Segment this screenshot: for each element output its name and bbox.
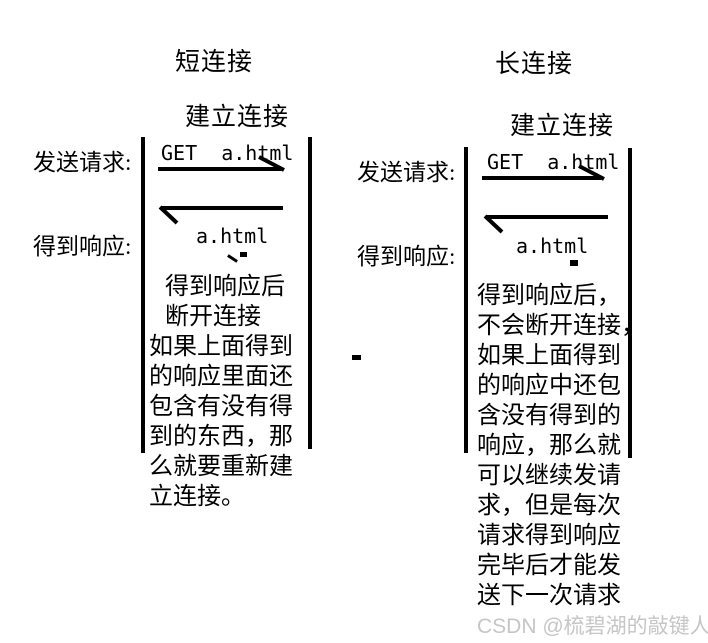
short-stray-dot-mark [240, 252, 247, 257]
short-establish-connection-label: 建立连接 [185, 104, 290, 131]
note-line: 含没有得到的 [477, 403, 621, 429]
note-line: 可以继续发请 [477, 463, 621, 489]
middle-stray-dash-mark [352, 355, 361, 360]
note-line: 响应，那么就 [477, 433, 621, 459]
note-line: 到的东西，那 [149, 424, 293, 450]
long-connection-title: 长连接 [495, 51, 574, 78]
long-stray-dot-mark [570, 260, 578, 266]
note-line: 断开连接 [165, 304, 261, 330]
note-line: 么就要重新建 [149, 454, 293, 480]
note-line: 请求得到响应 [477, 523, 621, 549]
note-line: 送下一次请求 [477, 583, 621, 609]
note-line: 求，但是每次 [477, 493, 621, 519]
note-line: 不会断开连接， [477, 313, 645, 339]
long-server-timeline [628, 148, 632, 458]
long-send-request-label: 发送请求: [357, 160, 456, 185]
short-get-response-label: 得到响应: [33, 234, 132, 259]
csdn-watermark: CSDN @梳碧湖的敲键人 [477, 615, 708, 638]
note-line: 立连接。 [149, 484, 245, 510]
long-note-text: 得到响应后， 不会断开连接， 如果上面得到的响应中还包含没有得到的响应，那么就可以继… [477, 281, 645, 611]
long-establish-connection-label: 建立连接 [510, 113, 615, 140]
short-response-arrow-icon [158, 205, 283, 225]
short-send-request-label: 发送请求: [33, 150, 132, 175]
short-request-message: GET a.html [161, 141, 294, 165]
note-line: 得到响应后 [165, 274, 285, 300]
long-get-response-label: 得到响应: [357, 244, 456, 269]
long-response-arrow-icon [483, 214, 608, 234]
note-line: 得到响应后， [477, 283, 621, 309]
note-line: 如果上面得到 [149, 334, 293, 360]
note-line: 如果上面得到 [477, 343, 621, 369]
short-client-timeline [141, 137, 145, 453]
short-connection-title: 短连接 [175, 49, 254, 76]
short-response-message: a.html [196, 224, 269, 248]
long-client-timeline [464, 147, 468, 453]
short-server-timeline [308, 137, 312, 449]
short-stray-tick-mark [227, 254, 238, 263]
short-request-arrow-icon [158, 155, 285, 172]
note-line: 的响应中还包 [477, 373, 621, 399]
note-line: 完毕后才能发 [477, 553, 621, 579]
long-request-message: GET a.html [487, 150, 620, 174]
note-line: 包含有没有得 [149, 394, 293, 420]
note-line: 的响应里面还 [149, 364, 293, 390]
short-note-text: 得到响应后断开连接如果上面得到的响应里面还包含有没有得到的东西，那么就要重新建立… [149, 272, 293, 512]
long-request-arrow-icon [482, 164, 605, 181]
long-response-message: a.html [516, 234, 589, 258]
